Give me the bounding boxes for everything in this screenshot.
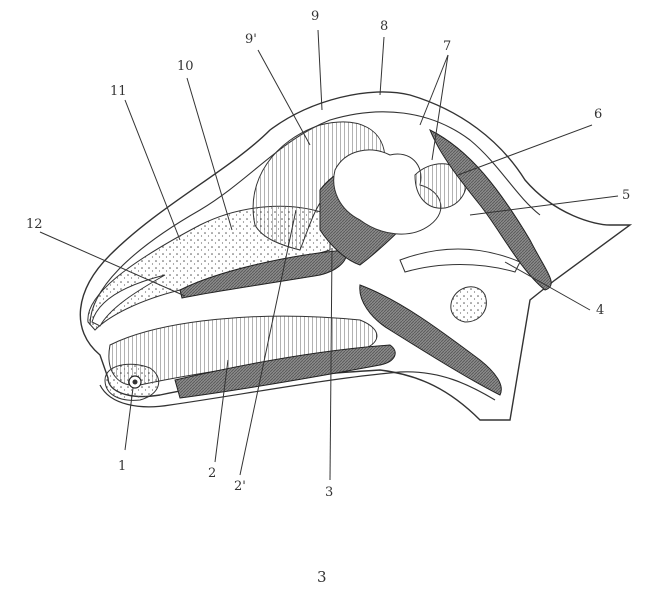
label-9-prime: 9' [245, 33, 257, 46]
figure-caption: 3 [317, 568, 327, 586]
label-5: 5 [622, 189, 630, 202]
label-10: 10 [177, 60, 194, 73]
label-9: 9 [311, 10, 319, 23]
label-4: 4 [596, 304, 604, 317]
label-8: 8 [380, 20, 388, 33]
label-6: 6 [594, 108, 602, 121]
label-3: 3 [325, 486, 333, 499]
label-11: 11 [110, 85, 127, 98]
label-1: 1 [118, 460, 126, 473]
spinal-channel [400, 249, 520, 272]
label-2: 2 [208, 467, 216, 480]
jaw-nodule-core [133, 380, 138, 385]
label-7: 7 [443, 40, 451, 53]
gland-nodule [451, 287, 486, 322]
label-2-prime: 2' [234, 480, 246, 493]
label-12: 12 [26, 218, 43, 231]
